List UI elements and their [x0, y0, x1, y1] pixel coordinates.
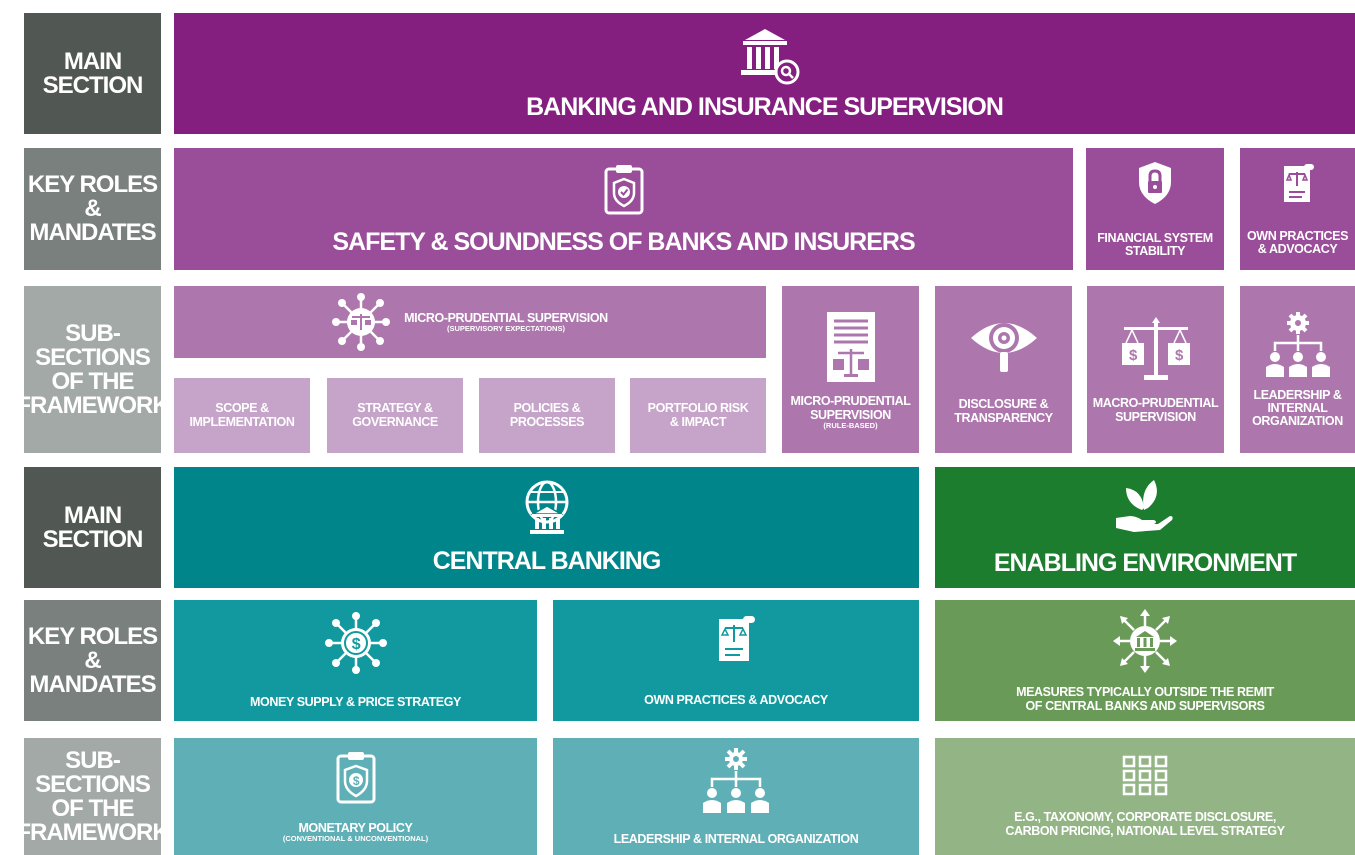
row-label-line: SECTION [42, 71, 144, 99]
clipboard-shield-icon [604, 164, 643, 215]
micro-expectations-line2: (SUPERVISORY EXPECTATIONS) [447, 323, 565, 333]
scales-dollar-icon: $ $ [1121, 317, 1190, 381]
micro-rule-line1: MICRO-PRUDENTIAL [790, 394, 911, 409]
eye-magnifier-icon [970, 323, 1037, 373]
micro-sub-strategy: STRATEGY & GOVERNANCE [327, 378, 463, 453]
row-label-line: & MANDATES [29, 195, 156, 246]
central-own-practices-box: OWN PRACTICES & ADVOCACY [553, 600, 919, 721]
network-scales-icon [332, 293, 391, 351]
row-label-line: OF THE [51, 794, 135, 822]
micro-sub-line: GOVERNANCE [352, 414, 438, 429]
row-label-line: SUB-SECTIONS [35, 319, 151, 371]
micro-prudential-rule-box: MICRO-PRUDENTIAL SUPERVISION (RULE-BASED… [782, 286, 919, 453]
micro-sub-policies: POLICIES & PROCESSES [479, 378, 615, 453]
micro-rule-line2: SUPERVISION [810, 407, 891, 422]
monetary-policy-box: $ MONETARY POLICY (CONVENTIONAL & UNCONV… [174, 738, 537, 855]
row-label-sub-sections-2: SUB-SECTIONS OF THE FRAMEWORK [16, 738, 170, 855]
micro-sub-line: POLICIES & [513, 401, 581, 416]
banking-supervision-section: BANKING AND INSURANCE SUPERVISION [174, 13, 1355, 134]
hand-leaves-icon [1116, 480, 1173, 533]
micro-sub-line: STRATEGY & [357, 401, 433, 416]
financial-stability-line2: STABILITY [1124, 244, 1186, 258]
globe-bank-icon [525, 480, 568, 535]
leadership-line2: INTERNAL [1267, 400, 1328, 415]
money-supply-box: $ MONEY SUPPLY & PRICE STRATEGY [174, 600, 537, 721]
disclosure-transparency-box: DISCLOSURE & TRANSPARENCY [935, 286, 1072, 453]
disclosure-line1: DISCLOSURE & [958, 397, 1049, 412]
central-leadership-label: LEADERSHIP & INTERNAL ORGANIZATION [613, 831, 859, 846]
clipboard-dollar-icon: $ [336, 752, 375, 804]
monetary-line1: MONETARY POLICY [298, 821, 413, 835]
row-label-line: MAIN [63, 47, 122, 75]
disclosure-line2: TRANSPARENCY [954, 410, 1053, 425]
measures-line2: OF CENTRAL BANKS AND SUPERVISORS [1025, 698, 1265, 713]
enabling-examples-box: E.G., TAXONOMY, CORPORATE DISCLOSURE, CA… [935, 738, 1355, 855]
central-banking-section: CENTRAL BANKING [174, 467, 919, 588]
financial-stability-line1: FINANCIAL SYSTEM [1097, 230, 1213, 245]
org-chart-gear-icon [703, 747, 769, 813]
grid-squares-icon [1122, 756, 1168, 796]
macro-prudential-box: $ $ MACRO-PRUDENTIAL SUPERVISION [1087, 286, 1224, 453]
micro-sub-line: SCOPE & [215, 401, 269, 416]
micro-sub-scope: SCOPE & IMPLEMENTATION [174, 378, 310, 453]
micro-sub-portfolio: PORTFOLIO RISK & IMPACT [630, 378, 766, 453]
row-label-key-roles-2: KEY ROLES & MANDATES [24, 600, 161, 721]
row-label-line: SECTION [42, 525, 144, 553]
micro-sub-line: IMPLEMENTATION [189, 414, 295, 429]
row-label-key-roles-1: KEY ROLES & MANDATES [24, 148, 161, 270]
row-label-main-section-1: MAIN SECTION [24, 13, 161, 134]
row-label-line: KEY ROLES [27, 171, 158, 198]
micro-sub-line: PROCESSES [509, 414, 585, 429]
micro-expectations-line1: MICRO-PRUDENTIAL SUPERVISION [404, 310, 608, 325]
scroll-scales-icon [1283, 163, 1314, 202]
svg-text:$: $ [1129, 347, 1138, 364]
measures-line1: MEASURES TYPICALLY OUTSIDE THE REMIT [1016, 685, 1274, 700]
money-supply-label: MONEY SUPPLY & PRICE STRATEGY [250, 694, 461, 709]
examples-line2: CARBON PRICING, NATIONAL LEVEL STRATEGY [1005, 823, 1285, 838]
micro-sub-line: & IMPACT [669, 414, 727, 429]
banking-supervision-title: BANKING AND INSURANCE SUPERVISION [526, 93, 1004, 122]
row-label-main-section-2: MAIN SECTION [24, 467, 161, 588]
central-own-practices-label: OWN PRACTICES & ADVOCACY [644, 692, 828, 707]
scroll-scales-icon [719, 615, 755, 661]
row-label-line: FRAMEWORK [16, 818, 169, 846]
micro-sub-line: PORTFOLIO RISK [647, 401, 749, 416]
monetary-line2: (CONVENTIONAL & UNCONVENTIONAL) [282, 834, 429, 844]
macro-line2: SUPERVISION [1115, 409, 1196, 424]
row-label-line: SUB-SECTIONS [35, 746, 151, 798]
document-scales-icon [826, 312, 875, 383]
org-chart-gear-icon [1265, 311, 1330, 377]
row-label-line: OF THE [51, 367, 135, 395]
row-label-line: & MANDATES [29, 646, 156, 698]
enabling-environment-title: ENABLING ENVIRONMENT [993, 549, 1297, 578]
network-dollar-icon: $ [324, 611, 387, 674]
measures-outside-remit-box: MEASURES TYPICALLY OUTSIDE THE REMIT OF … [935, 600, 1355, 721]
enabling-environment-section: ENABLING ENVIRONMENT [935, 467, 1355, 588]
svg-text:$: $ [352, 774, 359, 788]
svg-text:$: $ [351, 636, 360, 653]
own-practices-line2: & ADVOCACY [1257, 242, 1338, 256]
safety-soundness-box: SAFETY & SOUNDNESS OF BANKS AND INSURERS [174, 148, 1073, 270]
leadership-organization-box: LEADERSHIP & INTERNAL ORGANIZATION [1240, 286, 1355, 453]
safety-soundness-label: SAFETY & SOUNDNESS OF BANKS AND INSURERS [332, 227, 915, 256]
own-practices-line1: OWN PRACTICES [1246, 228, 1349, 243]
macro-line1: MACRO-PRUDENTIAL [1092, 396, 1219, 411]
financial-stability-box: FINANCIAL SYSTEM STABILITY [1086, 148, 1224, 270]
bank-magnifier-icon [740, 29, 799, 85]
leadership-line3: ORGANIZATION [1252, 414, 1343, 429]
micro-prudential-expectations-box: MICRO-PRUDENTIAL SUPERVISION (SUPERVISOR… [174, 286, 766, 358]
leadership-line1: LEADERSHIP & [1253, 387, 1342, 402]
row-label-sub-sections-1: SUB-SECTIONS OF THE FRAMEWORK [16, 286, 170, 453]
svg-text:$: $ [1175, 347, 1184, 364]
shield-lock-icon [1139, 161, 1171, 204]
central-leadership-box: LEADERSHIP & INTERNAL ORGANIZATION [553, 738, 919, 855]
own-practices-advocacy-box: OWN PRACTICES & ADVOCACY [1240, 148, 1355, 270]
row-label-line: KEY ROLES [27, 622, 158, 650]
row-label-line: MAIN [63, 501, 122, 529]
central-banking-title: CENTRAL BANKING [432, 547, 662, 576]
row-label-line: FRAMEWORK [16, 391, 169, 419]
micro-rule-line3: (RULE-BASED) [823, 420, 878, 430]
bank-arrows-icon [1113, 609, 1177, 674]
examples-line1: E.G., TAXONOMY, CORPORATE DISCLOSURE, [1014, 810, 1276, 825]
